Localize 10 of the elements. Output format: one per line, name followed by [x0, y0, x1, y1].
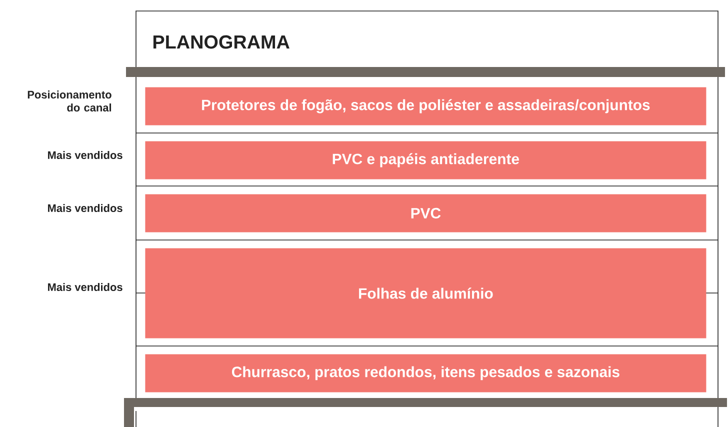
row-label: Mais vendidos — [48, 282, 122, 292]
row-label: Posicionamento do canal — [28, 90, 112, 112]
shelf-band: PVC e papéis antiaderente — [145, 141, 706, 180]
title-box: PLANOGRAMA — [136, 10, 718, 68]
shelf-band: PVC — [145, 194, 706, 232]
shelf-band: Protetores de fogão, sacos de poliéster e assadeiras/conjuntos — [145, 87, 706, 126]
shelf-band: Folhas de alumínio — [145, 248, 706, 338]
row-label: Mais vendidos — [48, 204, 122, 212]
row-label: Mais vendidos — [48, 150, 122, 160]
shelf-band: Churrasco, pratos redondos, itens pesados e sazonais — [145, 354, 706, 392]
